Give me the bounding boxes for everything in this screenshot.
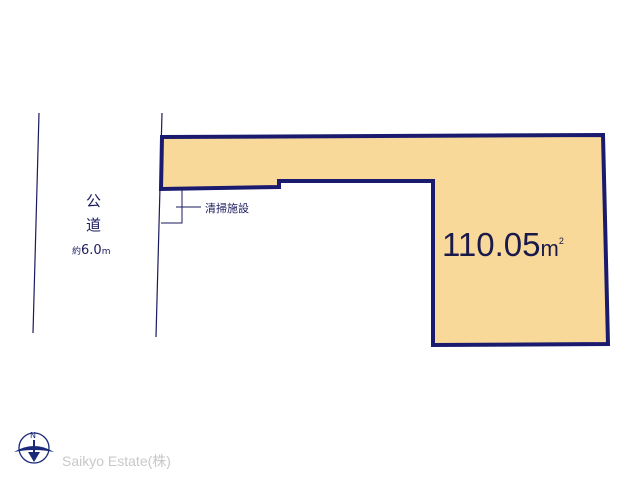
compass-label: N bbox=[30, 431, 36, 440]
facility-box bbox=[161, 190, 183, 224]
facility-label: 清掃施設 bbox=[205, 202, 249, 215]
lot-shape bbox=[158, 132, 611, 348]
road-edge-left bbox=[32, 112, 40, 334]
compass-icon: N bbox=[14, 431, 54, 464]
area-unit: m bbox=[540, 236, 559, 261]
road-width-value: 6.0 bbox=[81, 243, 102, 258]
road-width-unit: m bbox=[101, 247, 111, 257]
road-label: 道 bbox=[86, 216, 102, 234]
lot-area: 110.05m2 bbox=[442, 226, 564, 264]
area-value: 110.05 bbox=[442, 226, 541, 263]
road-width-prefix: 約 bbox=[72, 247, 82, 257]
road-label: 公 bbox=[86, 192, 102, 210]
area-sup: 2 bbox=[558, 236, 564, 246]
brand-watermark: Saikyo Estate(株) bbox=[62, 453, 171, 469]
road-width: 約6.0m bbox=[72, 243, 110, 258]
